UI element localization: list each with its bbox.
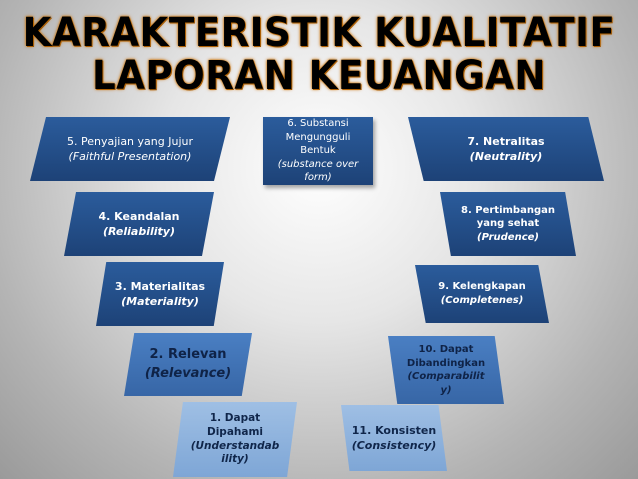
item-11-english: (Consistency): [351, 439, 437, 452]
item-6-label: 6. Substansi Mengungguli Bentuk: [285, 118, 351, 157]
item-4-label: 4. Keandalan: [98, 209, 180, 223]
item-4-english: (Reliability): [102, 225, 175, 238]
item-2-english: (Relevance): [144, 365, 232, 381]
item-8-prudence: 8. Pertimbangan yang sehat (Prudence): [440, 192, 576, 256]
item-6-substance-over-form: 6. Substansi Mengungguli Bentuk (substan…: [263, 117, 373, 185]
item-2-label: 2. Relevan: [149, 347, 227, 363]
item-3-materiality: 3. Materialitas (Materiality): [96, 262, 224, 326]
item-11-label: 11. Konsisten: [351, 423, 437, 437]
item-9-english: (Completenes): [440, 295, 524, 306]
item-4-reliability: 4. Keandalan (Reliability): [64, 192, 214, 256]
item-10-comparability: 10. Dapat Dibandingkan (Comparabilit y): [388, 336, 504, 404]
title-line-1: KARAKTERISTIK KUALITATIF: [22, 10, 616, 56]
item-10-english: (Comparabilit y): [407, 371, 485, 396]
item-7-english: (Neutrality): [469, 150, 543, 163]
item-11-consistency: 11. Konsisten (Consistency): [341, 405, 447, 471]
item-9-completeness: 9. Kelengkapan (Completenes): [415, 265, 549, 323]
item-3-label: 3. Materialitas: [114, 279, 206, 293]
item-10-label: 10. Dapat Dibandingkan: [406, 344, 486, 369]
item-5-english: (Faithful Presentation): [68, 150, 192, 163]
item-1-english: (Understandab ility): [190, 439, 280, 466]
item-9-label: 9. Kelengkapan: [438, 281, 526, 292]
item-5-label: 5. Penyajian yang Jujur: [66, 134, 193, 148]
item-8-english: (Prudence): [477, 231, 539, 243]
item-7-label: 7. Netralitas: [467, 134, 545, 148]
item-1-label: 1. Dapat Dipahami: [206, 412, 264, 438]
item-1-understandability: 1. Dapat Dipahami (Understandab ility): [173, 402, 297, 477]
item-6-english: (substance over form): [277, 158, 359, 184]
item-8-label: 8. Pertimbangan yang sehat: [461, 204, 555, 230]
title-line-2: LAPORAN KEUANGAN: [91, 53, 547, 99]
item-2-relevance: 2. Relevan (Relevance): [124, 333, 252, 396]
item-5-faithful-presentation: 5. Penyajian yang Jujur (Faithful Presen…: [30, 117, 230, 181]
item-7-neutrality: 7. Netralitas (Neutrality): [408, 117, 604, 181]
item-3-english: (Materiality): [121, 295, 199, 308]
